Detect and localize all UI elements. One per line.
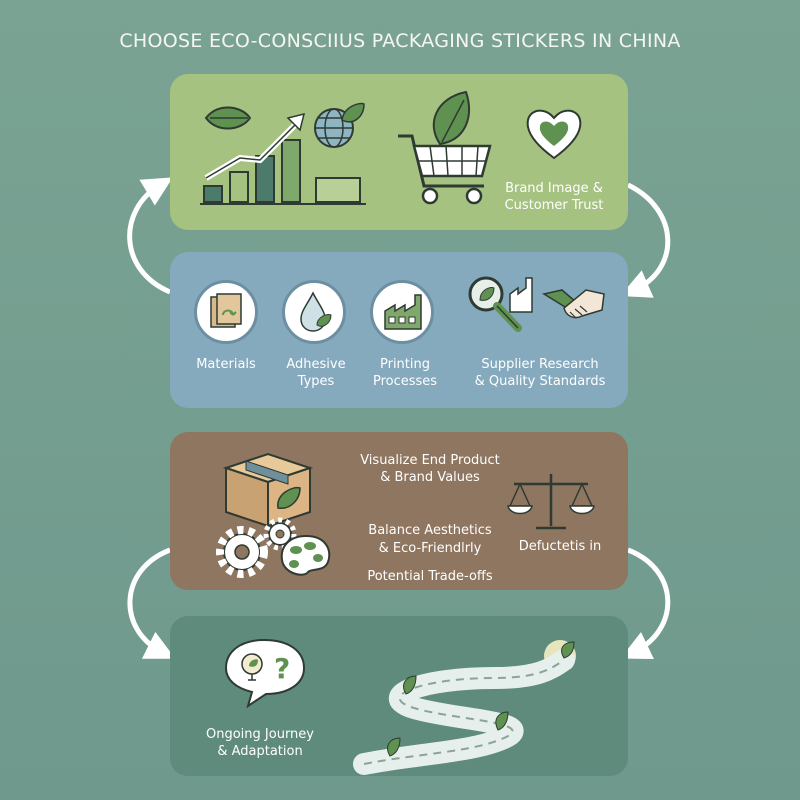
journey-label-2: & Adaptation bbox=[217, 744, 303, 759]
package-box-icon bbox=[222, 452, 314, 528]
panel-brand-image: Brand Image & Customer Trust bbox=[170, 74, 628, 230]
arrow-left-up bbox=[127, 177, 173, 295]
heart-icon bbox=[526, 109, 582, 160]
question-icon: ? bbox=[274, 652, 290, 685]
journey-label-1: Ongoing Journey bbox=[206, 727, 314, 742]
magnifier-icon bbox=[468, 276, 533, 332]
globe-icon bbox=[314, 102, 365, 148]
brand-image-label-1: Brand Image & bbox=[505, 181, 603, 196]
adhesive-circle bbox=[282, 280, 346, 344]
palette-icon bbox=[280, 534, 331, 576]
droplet-icon bbox=[300, 291, 332, 332]
defuctetis-label: Defuctetis in bbox=[518, 539, 602, 554]
materials-icon bbox=[210, 293, 242, 328]
supplier-label-2: & Quality Standards bbox=[474, 374, 606, 389]
arrow-left-down bbox=[127, 547, 176, 659]
balance-label-1: Balance Aesthetics bbox=[368, 523, 492, 538]
panel-visualize: Visualize End Product & Brand Values Bal… bbox=[170, 432, 628, 590]
balance-label-2: & Eco-Friendlrly bbox=[378, 541, 482, 556]
visualize-label-2: & Brand Values bbox=[380, 470, 480, 485]
printing-label-1: Printing bbox=[379, 357, 430, 372]
road-icon bbox=[353, 640, 576, 775]
supplier-label-1: Supplier Research bbox=[481, 357, 599, 372]
page-title: CHOOSE ECO-CONSCIIUS PACKAGING STICKERS … bbox=[119, 30, 681, 52]
panel-considerations: Materials Adhesive Types Printing Proces… bbox=[170, 252, 628, 408]
printing-label-2: Processes bbox=[372, 374, 438, 389]
shopping-cart-icon bbox=[398, 90, 492, 205]
leaf-icon bbox=[204, 106, 252, 130]
brand-image-label-2: Customer Trust bbox=[504, 198, 604, 213]
adhesive-label-2: Types bbox=[297, 374, 335, 389]
adhesive-label-1: Adhesive bbox=[286, 357, 346, 372]
factory-icon bbox=[384, 294, 422, 330]
visualize-label-1: Visualize End Product bbox=[360, 453, 500, 468]
materials-label: Materials bbox=[196, 357, 256, 372]
growth-chart-icon bbox=[200, 112, 366, 205]
arrow-right-down-1 bbox=[620, 182, 671, 298]
scale-icon bbox=[507, 474, 595, 530]
handshake-icon bbox=[542, 289, 605, 319]
printing-circle bbox=[370, 280, 434, 344]
panel-journey: ? Ongoing Journey & Adaptation bbox=[170, 616, 628, 776]
arrow-right-down-2 bbox=[620, 547, 671, 660]
thought-bubble: ? bbox=[224, 638, 306, 709]
tradeoffs-label: Potential Trade-offs bbox=[367, 569, 493, 584]
sprout-icon bbox=[387, 641, 575, 757]
gears-icon bbox=[216, 517, 297, 578]
lightbulb-icon bbox=[241, 653, 263, 681]
materials-circle bbox=[194, 280, 258, 344]
